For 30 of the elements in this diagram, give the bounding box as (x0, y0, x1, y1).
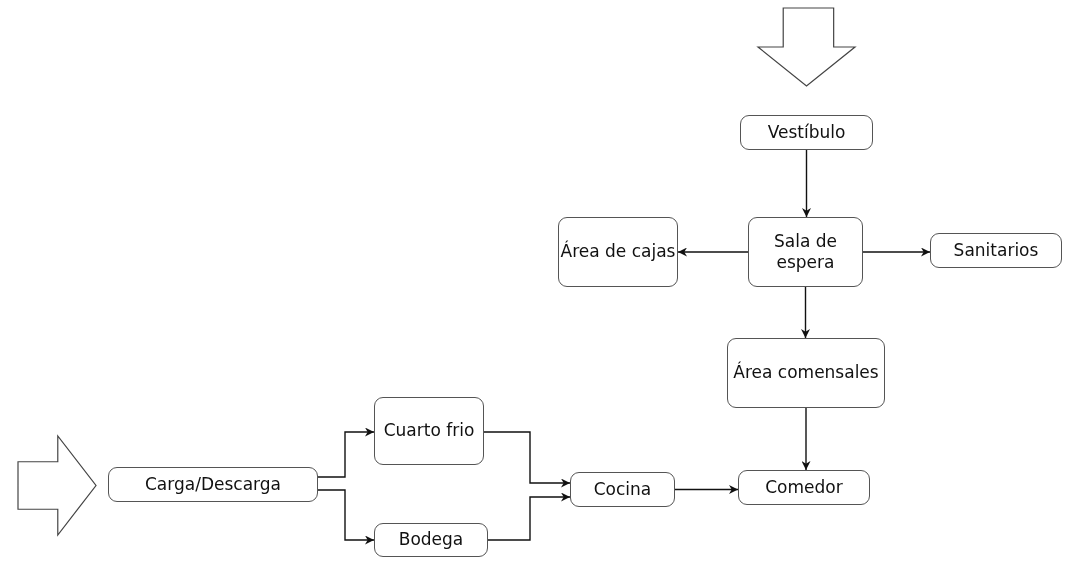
box-label: Bodega (398, 529, 464, 551)
arrow (802, 149, 811, 218)
box-label: Área comensales (733, 362, 879, 384)
box-label: Comedor (765, 476, 843, 499)
arrow (801, 407, 811, 471)
arrow (483, 431, 571, 488)
process-box (108, 467, 318, 502)
box-label: Cocina (593, 478, 652, 501)
box-label: Vestíbulo (767, 121, 846, 144)
arrow (487, 492, 571, 541)
process-box (748, 217, 863, 287)
process-box (930, 233, 1062, 268)
box-label: Carga/Descarga (145, 473, 281, 496)
process-box (740, 115, 873, 150)
box-label: Área de cajas (560, 241, 676, 263)
arrow (317, 489, 375, 545)
process-box (738, 470, 870, 505)
arrow (677, 247, 749, 257)
process-box (727, 338, 885, 408)
process-box (570, 472, 675, 507)
box-label: Sala de espera (773, 230, 838, 274)
arrow (801, 286, 810, 339)
process-box (374, 397, 484, 465)
box-label: Sanitarios (953, 239, 1039, 262)
process-box (374, 523, 488, 557)
arrow (862, 247, 931, 257)
arrow (317, 427, 375, 478)
box-label: Cuarto frio (383, 420, 475, 442)
arrow (674, 485, 739, 494)
process-box (558, 217, 678, 287)
